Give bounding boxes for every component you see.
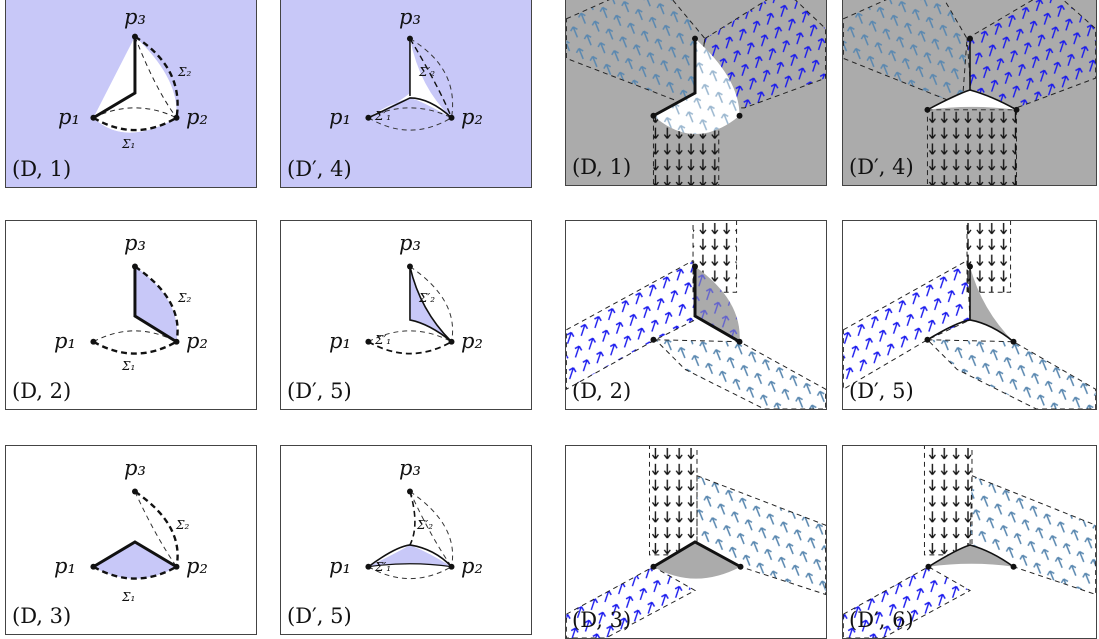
p2-label: p₂ bbox=[461, 105, 483, 129]
p2-label: p₂ bbox=[186, 105, 208, 129]
p1-label: p₁ bbox=[58, 105, 80, 129]
p2-label: p₂ bbox=[461, 329, 483, 353]
p3-label: p₃ bbox=[399, 231, 421, 255]
caption-field-d1: (D, 1) bbox=[572, 155, 632, 179]
sigma1-prime-label: Σ′₁ bbox=[375, 109, 392, 123]
caption-field-dp4: (D′, 4) bbox=[849, 155, 914, 179]
p2-label: p₂ bbox=[186, 554, 208, 578]
field-panel-dp6: (D′, 6) bbox=[842, 445, 1097, 639]
p2-label: p₂ bbox=[186, 329, 208, 353]
field-diagram-d3 bbox=[566, 446, 826, 638]
p3-label: p₃ bbox=[124, 5, 146, 29]
field-panel-d2: (D, 2) bbox=[565, 220, 827, 410]
p1-label: p₁ bbox=[329, 554, 351, 578]
caption-field-d2: (D, 2) bbox=[572, 379, 632, 403]
diagram-dp4 bbox=[365, 35, 455, 131]
p2-label: p₂ bbox=[461, 554, 483, 578]
p3-label: p₃ bbox=[124, 231, 146, 255]
sigma2-prime-label: Σ′₂ bbox=[417, 518, 434, 532]
field-panel-d1: (D, 1) bbox=[565, 0, 827, 186]
p1-label: p₁ bbox=[54, 554, 76, 578]
sigma2-prime-label: Σ′₂ bbox=[419, 291, 436, 305]
caption-dp5-a: (D′, 5) bbox=[287, 379, 352, 403]
p1-label: p₁ bbox=[54, 329, 76, 353]
sigma2-label: Σ₂ bbox=[178, 65, 192, 79]
p1-label: p₁ bbox=[329, 329, 351, 353]
caption-dp4: (D′, 4) bbox=[287, 157, 352, 181]
p3-label: p₃ bbox=[399, 5, 421, 29]
sigma2-label: Σ₂ bbox=[176, 518, 190, 532]
diagram-dp5-a bbox=[365, 263, 455, 355]
panel-dp5-a: p₃ p₁ p₂ Σ′₂ Σ′₁ (D′, 5) bbox=[280, 220, 532, 410]
panel-d2: p₃ p₁ p₂ Σ₂ Σ₁ (D, 2) bbox=[5, 220, 257, 410]
p3-label: p₃ bbox=[399, 456, 421, 480]
sigma1-label: Σ₁ bbox=[122, 137, 136, 151]
diagram-dp5-b bbox=[365, 488, 455, 580]
field-diagram-d2 bbox=[566, 221, 826, 409]
field-diagram-d1 bbox=[566, 0, 826, 185]
caption-field-dp6: (D′, 6) bbox=[849, 608, 914, 632]
field-panel-d3: (D, 3) bbox=[565, 445, 827, 639]
sigma1-label: Σ₁ bbox=[122, 359, 136, 373]
field-panel-dp4: (D′, 4) bbox=[842, 0, 1097, 186]
field-diagram-dp4 bbox=[843, 0, 1096, 185]
caption-d2: (D, 2) bbox=[12, 379, 72, 403]
panel-d3: p₃ p₁ p₂ Σ₂ Σ₁ (D, 3) bbox=[5, 445, 257, 635]
field-panel-dp5: (D′, 5) bbox=[842, 220, 1097, 410]
diagram-d1 bbox=[90, 33, 180, 133]
panel-d1: p₃ p₁ p₂ Σ₂ Σ₁ (D, 1) bbox=[5, 0, 257, 188]
sigma1-label: Σ₁ bbox=[122, 590, 136, 604]
p3-label: p₃ bbox=[124, 456, 146, 480]
diagram-d3 bbox=[90, 488, 180, 580]
field-diagram-dp5 bbox=[843, 221, 1096, 409]
sigma2-label: Σ₂ bbox=[178, 291, 192, 305]
sigma1-prime-label: Σ′₁ bbox=[375, 333, 392, 347]
sigma2-prime-label: Σ′₂ bbox=[419, 65, 436, 79]
panel-dp5-b: p₃ p₁ p₂ Σ′₂ Σ′₁ (D′, 5) bbox=[280, 445, 532, 635]
panel-dp4: p₃ p₁ p₂ Σ′₂ Σ′₁ (D′, 4) bbox=[280, 0, 532, 188]
caption-d3: (D, 3) bbox=[12, 604, 72, 628]
field-diagram-dp6 bbox=[843, 446, 1096, 638]
diagram-d2 bbox=[90, 263, 180, 355]
p1-label: p₁ bbox=[329, 105, 351, 129]
sigma1-prime-label: Σ′₁ bbox=[375, 560, 392, 574]
caption-d1: (D, 1) bbox=[12, 157, 72, 181]
caption-field-d3: (D, 3) bbox=[572, 608, 632, 632]
caption-field-dp5: (D′, 5) bbox=[849, 379, 914, 403]
caption-dp5-b: (D′, 5) bbox=[287, 604, 352, 628]
